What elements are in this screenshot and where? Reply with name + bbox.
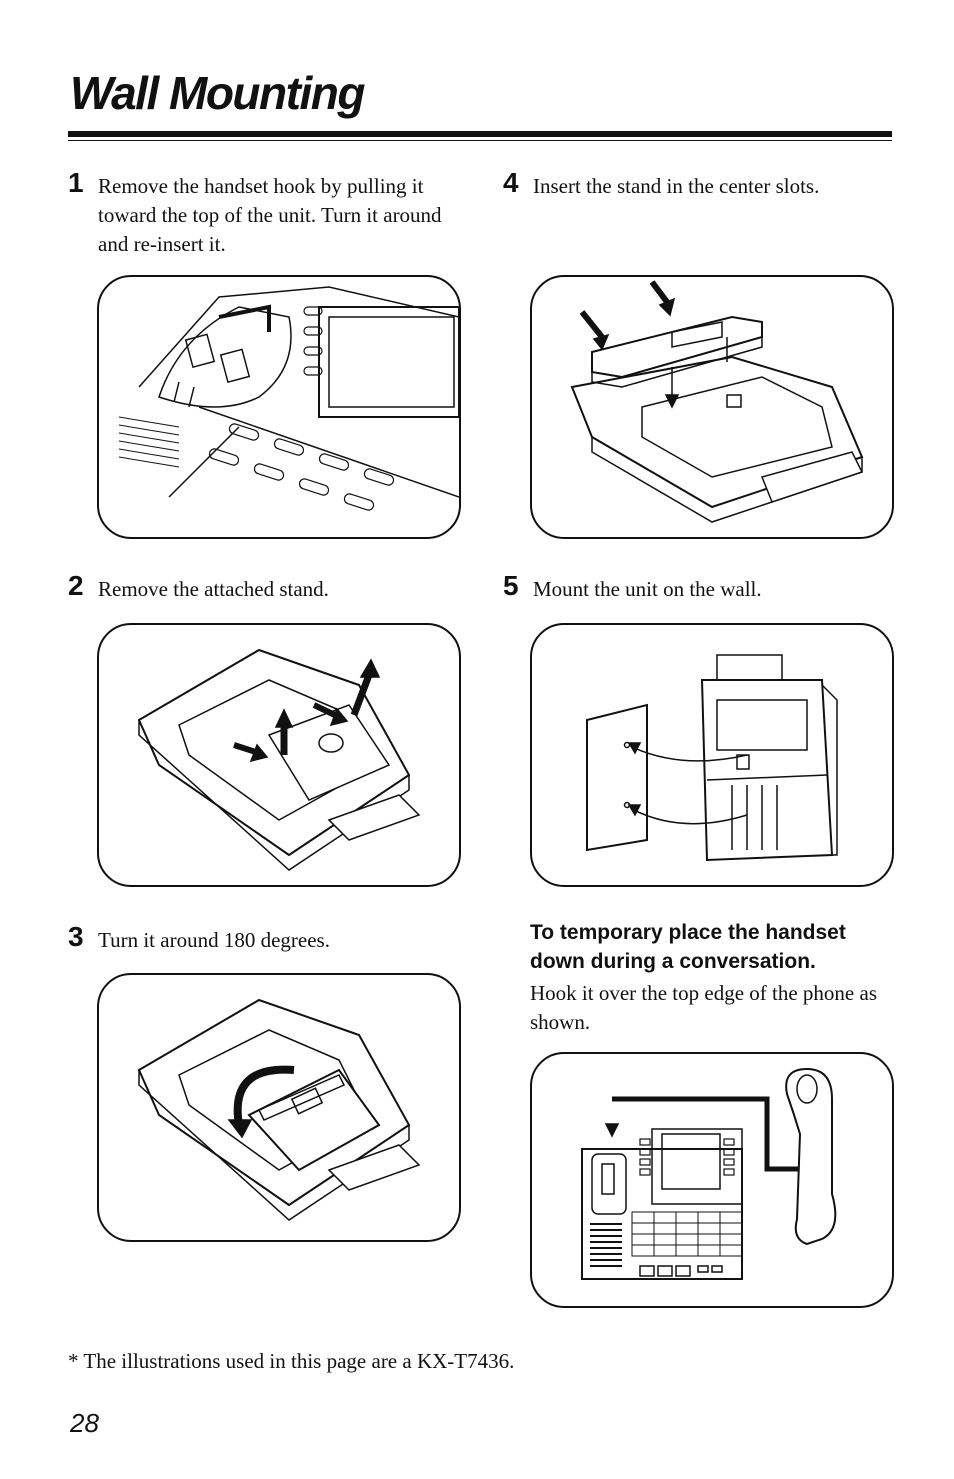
step-text: Remove the handset hook by pulling it to… (98, 174, 442, 256)
illustration-handset-hook (97, 275, 461, 539)
step-text: Turn it around 180 degrees. (98, 928, 330, 952)
step-text: Remove the attached stand. (98, 577, 329, 601)
step-number: 5 (503, 570, 519, 601)
illustration-handset-over-phone (530, 1052, 894, 1308)
step-3: 3 Turn it around 180 degrees. (68, 922, 468, 955)
illustration-remove-stand (97, 623, 461, 887)
illustration-turn-stand (97, 973, 461, 1242)
step-number: 2 (68, 570, 84, 601)
step-2: 2 Remove the attached stand. (68, 571, 468, 604)
footnote: * The illustrations used in this page ar… (68, 1349, 515, 1373)
temporary-body: Hook it over the top edge of the phone a… (530, 981, 877, 1034)
step-1: 1 Remove the handset hook by pulling it … (68, 168, 468, 259)
step-number: 4 (503, 167, 519, 198)
step-text: Insert the stand in the center slots. (533, 174, 820, 198)
temporary-heading: To temporary place the handset down duri… (530, 921, 846, 973)
page-number: 28 (70, 1408, 99, 1438)
step-number: 3 (68, 921, 84, 952)
title-rule-thin (68, 140, 892, 141)
page-title: Wall Mounting (70, 67, 365, 119)
step-4: 4 Insert the stand in the center slots. (503, 168, 893, 201)
step-5: 5 Mount the unit on the wall. (503, 571, 893, 604)
step-text: Mount the unit on the wall. (533, 577, 762, 601)
illustration-wall-mount (530, 623, 894, 887)
title-rule (68, 131, 892, 137)
illustration-insert-stand (530, 275, 894, 539)
step-number: 1 (68, 167, 84, 198)
